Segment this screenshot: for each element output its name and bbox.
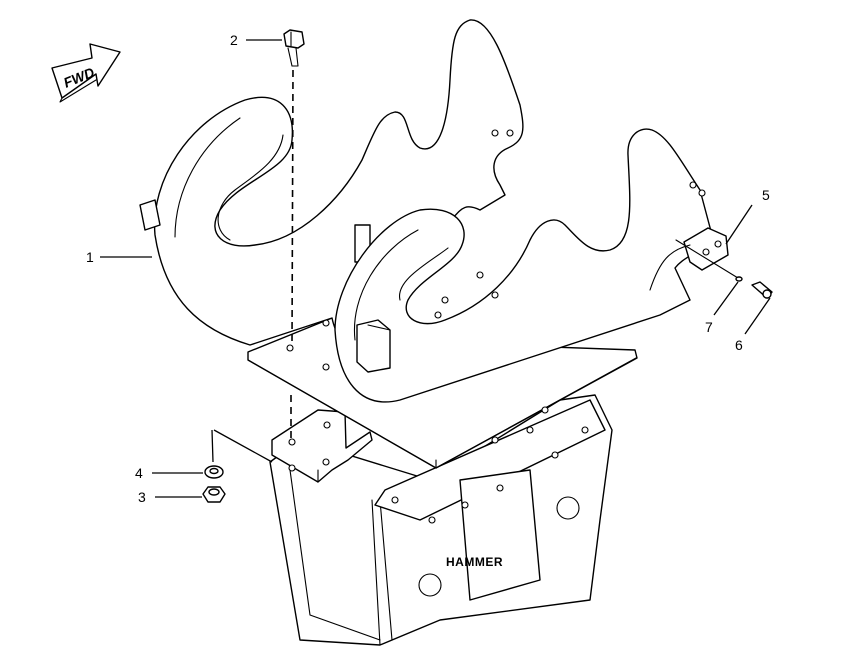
nut-axis-line-2 [213, 429, 273, 463]
screw-icon [751, 281, 773, 299]
callout-number-1: 1 [86, 249, 94, 265]
callout-2: 2 [230, 32, 282, 48]
hammer-housing: HAMMER [269, 394, 613, 646]
nut-axis-line [211, 429, 214, 463]
hammer-label: HAMMER [446, 555, 503, 569]
callout-3: 3 [138, 489, 202, 505]
nut-icon [202, 486, 226, 503]
callout-number-6: 6 [735, 337, 743, 353]
callout-4: 4 [135, 465, 203, 481]
callout-number-2: 2 [230, 32, 238, 48]
fwd-arrow-icon: FWD [51, 43, 121, 103]
callout-1: 1 [86, 249, 152, 265]
callout-number-4: 4 [135, 465, 143, 481]
bracket-left-plate [139, 19, 524, 346]
bolt-axis-line [291, 69, 294, 346]
pin-icon [675, 239, 743, 282]
callout-number-5: 5 [762, 187, 770, 203]
side-tab-bracket [649, 227, 729, 291]
bolt-icon [283, 29, 305, 67]
callout-number-3: 3 [138, 489, 146, 505]
callout-5: 5 [725, 187, 770, 245]
callout-6: 6 [735, 297, 771, 353]
callout-7: 7 [705, 281, 739, 335]
washer-icon [204, 465, 224, 479]
callout-number-7: 7 [705, 319, 713, 335]
bracket-right-plate [334, 128, 713, 403]
